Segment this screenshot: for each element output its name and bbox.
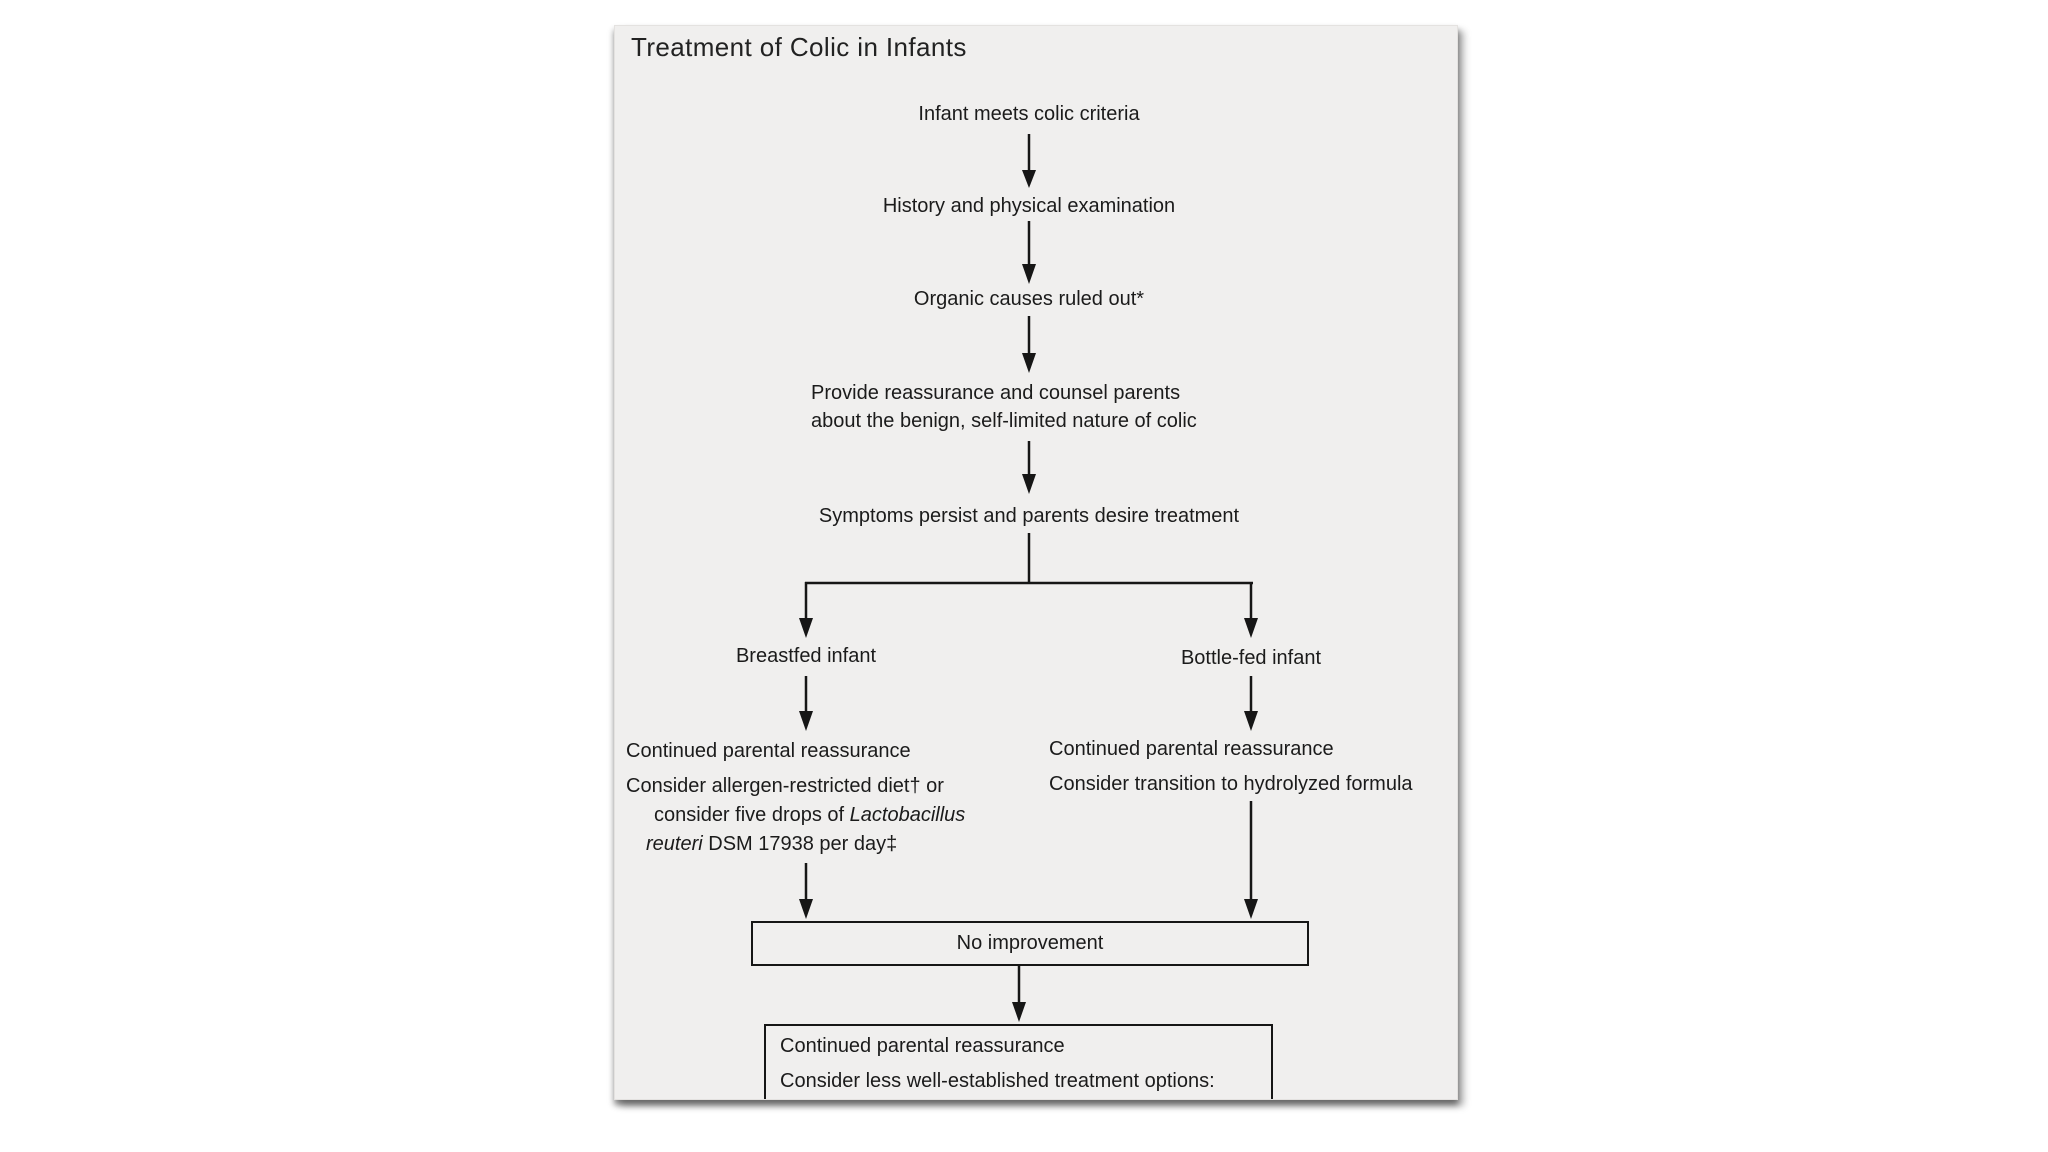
node-reassurance-counsel-line2: about the benign, self-limited nature of… (811, 410, 1197, 432)
breastfed-option-line3-italic: reuteri (646, 833, 703, 855)
breastfed-reassurance: Continued parental reassurance (626, 740, 911, 762)
bottlefed-reassurance: Continued parental reassurance (1049, 738, 1334, 760)
breastfed-option-line1: Consider allergen-restricted diet† or (626, 775, 944, 797)
arrow-step4-step5-head (1022, 474, 1036, 494)
breastfed-option-line2: consider five drops of Lactobacillus (626, 801, 965, 830)
breastfed-branch-text: Continued parental reassurance Consider … (626, 739, 965, 859)
breastfed-option-line3: reuteri DSM 17938 per day‡ (626, 830, 965, 859)
node-symptoms-persist: Symptoms persist and parents desire trea… (818, 505, 1240, 527)
node-history-exam: History and physical examination (882, 195, 1176, 217)
breastfed-option-line3-post: DSM 17938 per day‡ (702, 833, 898, 855)
breastfed-option-line2-pre: consider five drops of (654, 804, 850, 826)
label-breastfed-infant: Breastfed infant (735, 645, 877, 667)
arrow-noimp-final-head (1012, 1002, 1026, 1022)
bottlefed-option: Consider transition to hydrolyzed formul… (1049, 773, 1413, 795)
figure-title: Treatment of Colic in Infants (631, 32, 967, 62)
arrow-bottlefed-head (1244, 711, 1258, 731)
final-treatment-box: Continued parental reassurance Consider … (764, 1024, 1273, 1099)
flow-connectors (799, 134, 1258, 1022)
flowchart-panel: Treatment of Colic in Infants (614, 25, 1458, 1100)
label-bottlefed-infant: Bottle-fed infant (1180, 647, 1322, 669)
node-reassurance-counsel-line1: Provide reassurance and counsel parents (811, 382, 1181, 404)
breastfed-option-line2-italic: Lactobacillus (849, 804, 966, 826)
breastfed-options: Consider allergen-restricted diet† or co… (626, 772, 965, 859)
no-improvement-label: No improvement (956, 932, 1104, 954)
branch-right-head (1244, 618, 1258, 638)
bottlefed-branch-text: Continued parental reassurance Consider … (1049, 737, 1413, 796)
final-box-line1: Continued parental reassurance (780, 1035, 1065, 1057)
no-improvement-box: No improvement (751, 921, 1309, 966)
branch-left-head (799, 618, 813, 638)
arrow-left-noimp-head (799, 899, 813, 919)
final-box-line2: Consider less well-established treatment… (780, 1070, 1215, 1092)
arrow-step2-step3-head (1022, 264, 1036, 284)
node-colic-criteria: Infant meets colic criteria (918, 103, 1140, 125)
node-organic-causes: Organic causes ruled out* (913, 288, 1145, 310)
arrow-step3-step4-head (1022, 353, 1036, 373)
node-reassurance-counsel: Provide reassurance and counsel parents … (811, 379, 1197, 435)
arrow-right-noimp-head (1244, 899, 1258, 919)
arrow-breastfed-head (799, 711, 813, 731)
arrow-step1-step2-head (1022, 170, 1036, 188)
